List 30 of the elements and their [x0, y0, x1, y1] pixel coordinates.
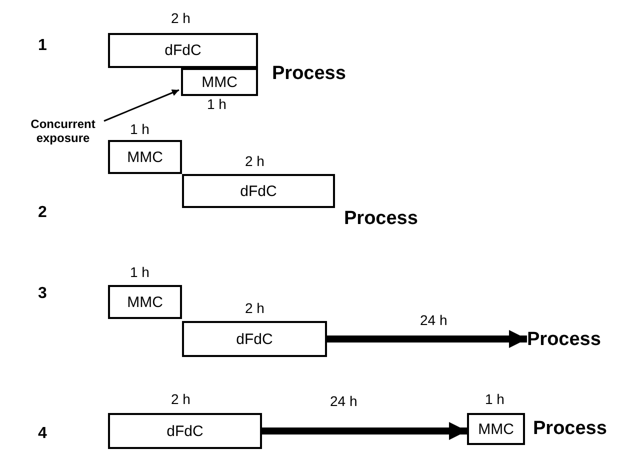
- outcome-label: Process: [344, 208, 418, 230]
- leader-arrow: [104, 89, 180, 122]
- duration-label: 1 h: [130, 264, 150, 280]
- schedule-number: 4: [38, 425, 47, 443]
- duration-label: 2 h: [245, 300, 264, 316]
- outcome-label: Process: [533, 418, 607, 440]
- drug-bar: MMC: [108, 140, 182, 174]
- duration-label: 1 h: [130, 121, 150, 137]
- duration-label: 2 h: [245, 153, 264, 169]
- duration-label: 2 h: [171, 391, 190, 407]
- schedule-number: 2: [38, 204, 47, 222]
- drug-bar: dFdC: [108, 413, 262, 449]
- drug-bar: MMC: [467, 413, 525, 445]
- drug-bar: MMC: [108, 285, 182, 319]
- duration-label: 1 h: [485, 391, 504, 407]
- edge-label: 24 h: [420, 312, 448, 328]
- node-text: Process: [527, 326, 627, 354]
- schedule-number: 1: [38, 37, 47, 55]
- drug-bar: dFdC: [108, 33, 258, 68]
- drug-bar: dFdC: [182, 321, 327, 357]
- drug-bar: MMC: [181, 68, 258, 96]
- outcome-label: Process: [272, 63, 346, 85]
- node-text: Concurrent exposure: [22, 116, 104, 146]
- drug-bar: dFdC: [182, 174, 335, 208]
- edge-label: 24 h: [330, 393, 358, 409]
- arrow: [262, 422, 467, 440]
- schedule-number: 3: [38, 285, 47, 303]
- duration-label: 2 h: [171, 10, 190, 26]
- duration-label: 1 h: [207, 96, 226, 112]
- arrow: [327, 330, 527, 348]
